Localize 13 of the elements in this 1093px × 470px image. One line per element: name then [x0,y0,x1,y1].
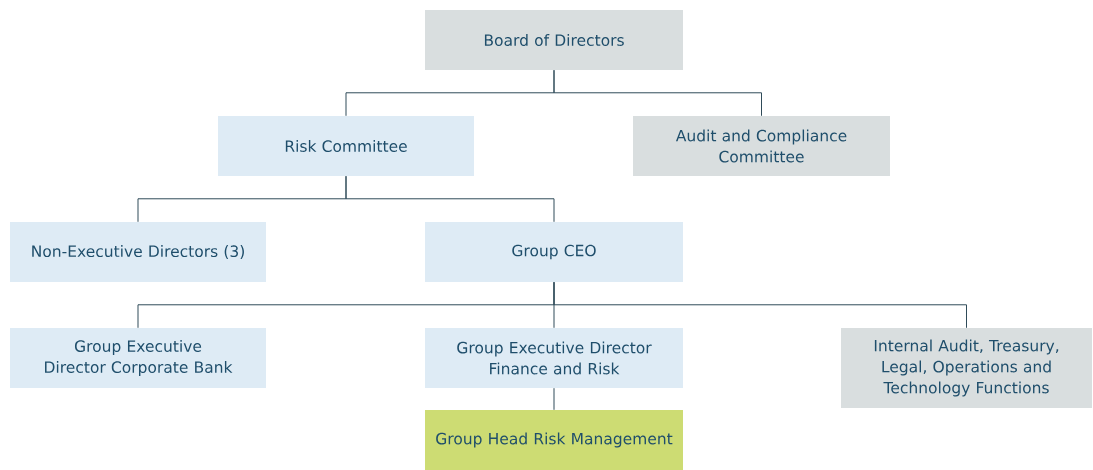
connector-line [553,387,555,411]
connector-line [553,69,762,117]
connector-line [553,281,967,329]
org-box: Group CEO [425,222,683,282]
org-box: Group Head Risk Management [425,410,683,470]
connector-line [345,175,555,223]
org-box: Risk Committee [218,116,474,176]
org-box: Non-Executive Directors (3) [10,222,266,282]
org-box: Board of Directors [425,10,683,70]
org-box: Audit and Compliance Committee [633,116,890,176]
org-box: Internal Audit, Treasury, Legal, Operations and Technology Functions [841,328,1092,408]
org-box: Group Executive Director Finance and Risk [425,328,683,388]
org-box: Group Executive Director Corporate Bank [10,328,266,388]
